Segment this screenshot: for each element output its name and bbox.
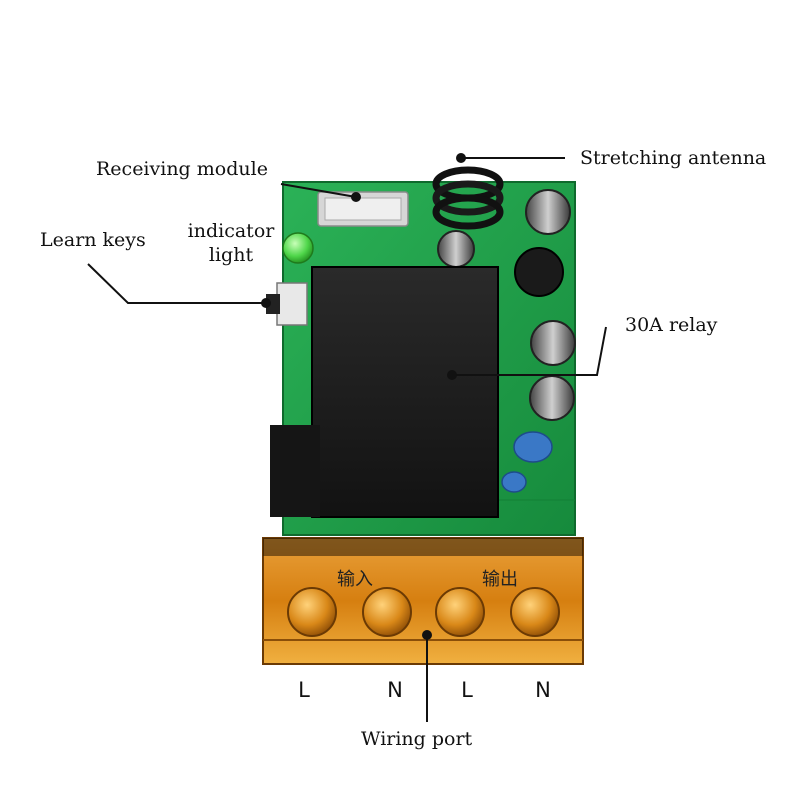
dot-30a-relay <box>447 370 457 380</box>
ceramic-capacitor-2 <box>501 471 527 493</box>
capacitor-top-right <box>525 189 571 235</box>
indicator-led <box>282 232 314 264</box>
label-indicator-light-line1: indicator <box>187 220 275 242</box>
label-indicator-light-line2: light <box>208 243 254 266</box>
ceramic-capacitor-1 <box>513 431 553 463</box>
screw-1 <box>287 587 337 637</box>
capacitor-mid-right <box>530 320 576 366</box>
terminal-label-2: N <box>387 678 403 702</box>
capacitor-low-right <box>529 375 575 421</box>
dot-stretching-antenna <box>456 153 466 163</box>
antenna-coil <box>432 166 504 230</box>
dot-wiring-port <box>422 630 432 640</box>
leader-30a-relay <box>452 326 607 376</box>
screw-3 <box>435 587 485 637</box>
terminal-output-label: 输出 <box>482 569 518 590</box>
terminal-input-label: 输入 <box>337 569 373 590</box>
capacitor-small <box>437 230 475 268</box>
label-stretching-antenna: Stretching antenna <box>580 147 767 169</box>
dot-learn-keys <box>261 298 271 308</box>
terminal-label-3: L <box>461 678 473 702</box>
screw-2 <box>362 587 412 637</box>
label-receiving-module: Receiving module <box>96 158 268 180</box>
inductor <box>514 247 564 297</box>
terminal-label-1: L <box>298 678 310 702</box>
terminal-label-4: N <box>535 678 551 702</box>
label-30a-relay: 30A relay <box>625 314 718 336</box>
relay-body <box>270 266 499 518</box>
leader-learn-keys <box>87 263 266 304</box>
leader-dots <box>261 153 466 640</box>
label-wiring-port: Wiring port <box>361 728 473 750</box>
label-learn-keys: Learn keys <box>40 229 146 251</box>
leader-lines <box>87 157 607 722</box>
leader-receiving-module <box>280 183 357 198</box>
learn-key-button <box>266 282 308 326</box>
dot-receiving-module <box>351 192 361 202</box>
label-indicator-light: indicator light <box>181 220 281 268</box>
screw-4 <box>510 587 560 637</box>
